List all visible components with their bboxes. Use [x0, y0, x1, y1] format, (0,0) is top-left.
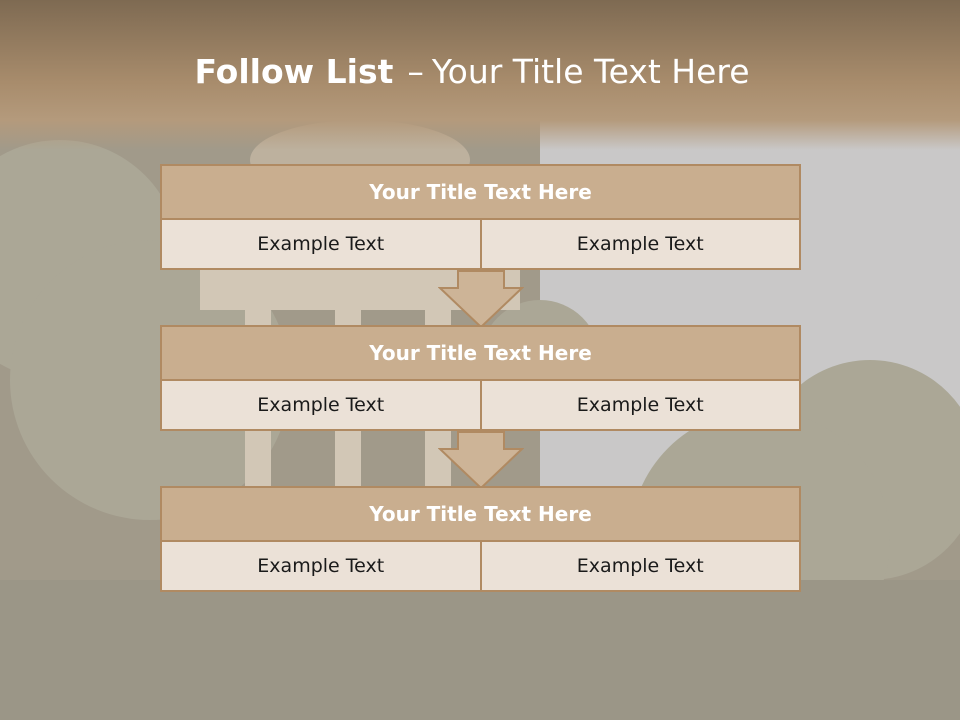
title-rest: Your Title Text Here [431, 52, 750, 91]
block-cell-left: Example Text [257, 394, 385, 416]
block-cell-left: Example Text [257, 233, 385, 255]
list-block-1: Your Title Text Here Example Text Exampl… [160, 164, 801, 270]
block-cell-left: Example Text [257, 555, 385, 577]
block-title: Your Title Text Here [160, 486, 801, 542]
header-band [0, 0, 960, 150]
block-title: Your Title Text Here [160, 164, 801, 220]
block-cell-right: Example Text [479, 381, 800, 429]
block-cell-right: Example Text [479, 220, 800, 268]
list-block-2: Your Title Text Here Example Text Exampl… [160, 325, 801, 431]
down-arrow-icon [438, 270, 524, 328]
title-dash: – [407, 52, 424, 91]
block-title: Your Title Text Here [160, 325, 801, 381]
list-block-3: Your Title Text Here Example Text Exampl… [160, 486, 801, 592]
title-bold: Follow List [194, 52, 394, 91]
block-cell-right: Example Text [479, 542, 800, 590]
block-row: Example Text Example Text [160, 381, 801, 431]
slide-title: Follow List–Your Title Text Here [0, 52, 944, 91]
block-row: Example Text Example Text [160, 542, 801, 592]
down-arrow-icon [438, 431, 524, 489]
block-row: Example Text Example Text [160, 220, 801, 270]
